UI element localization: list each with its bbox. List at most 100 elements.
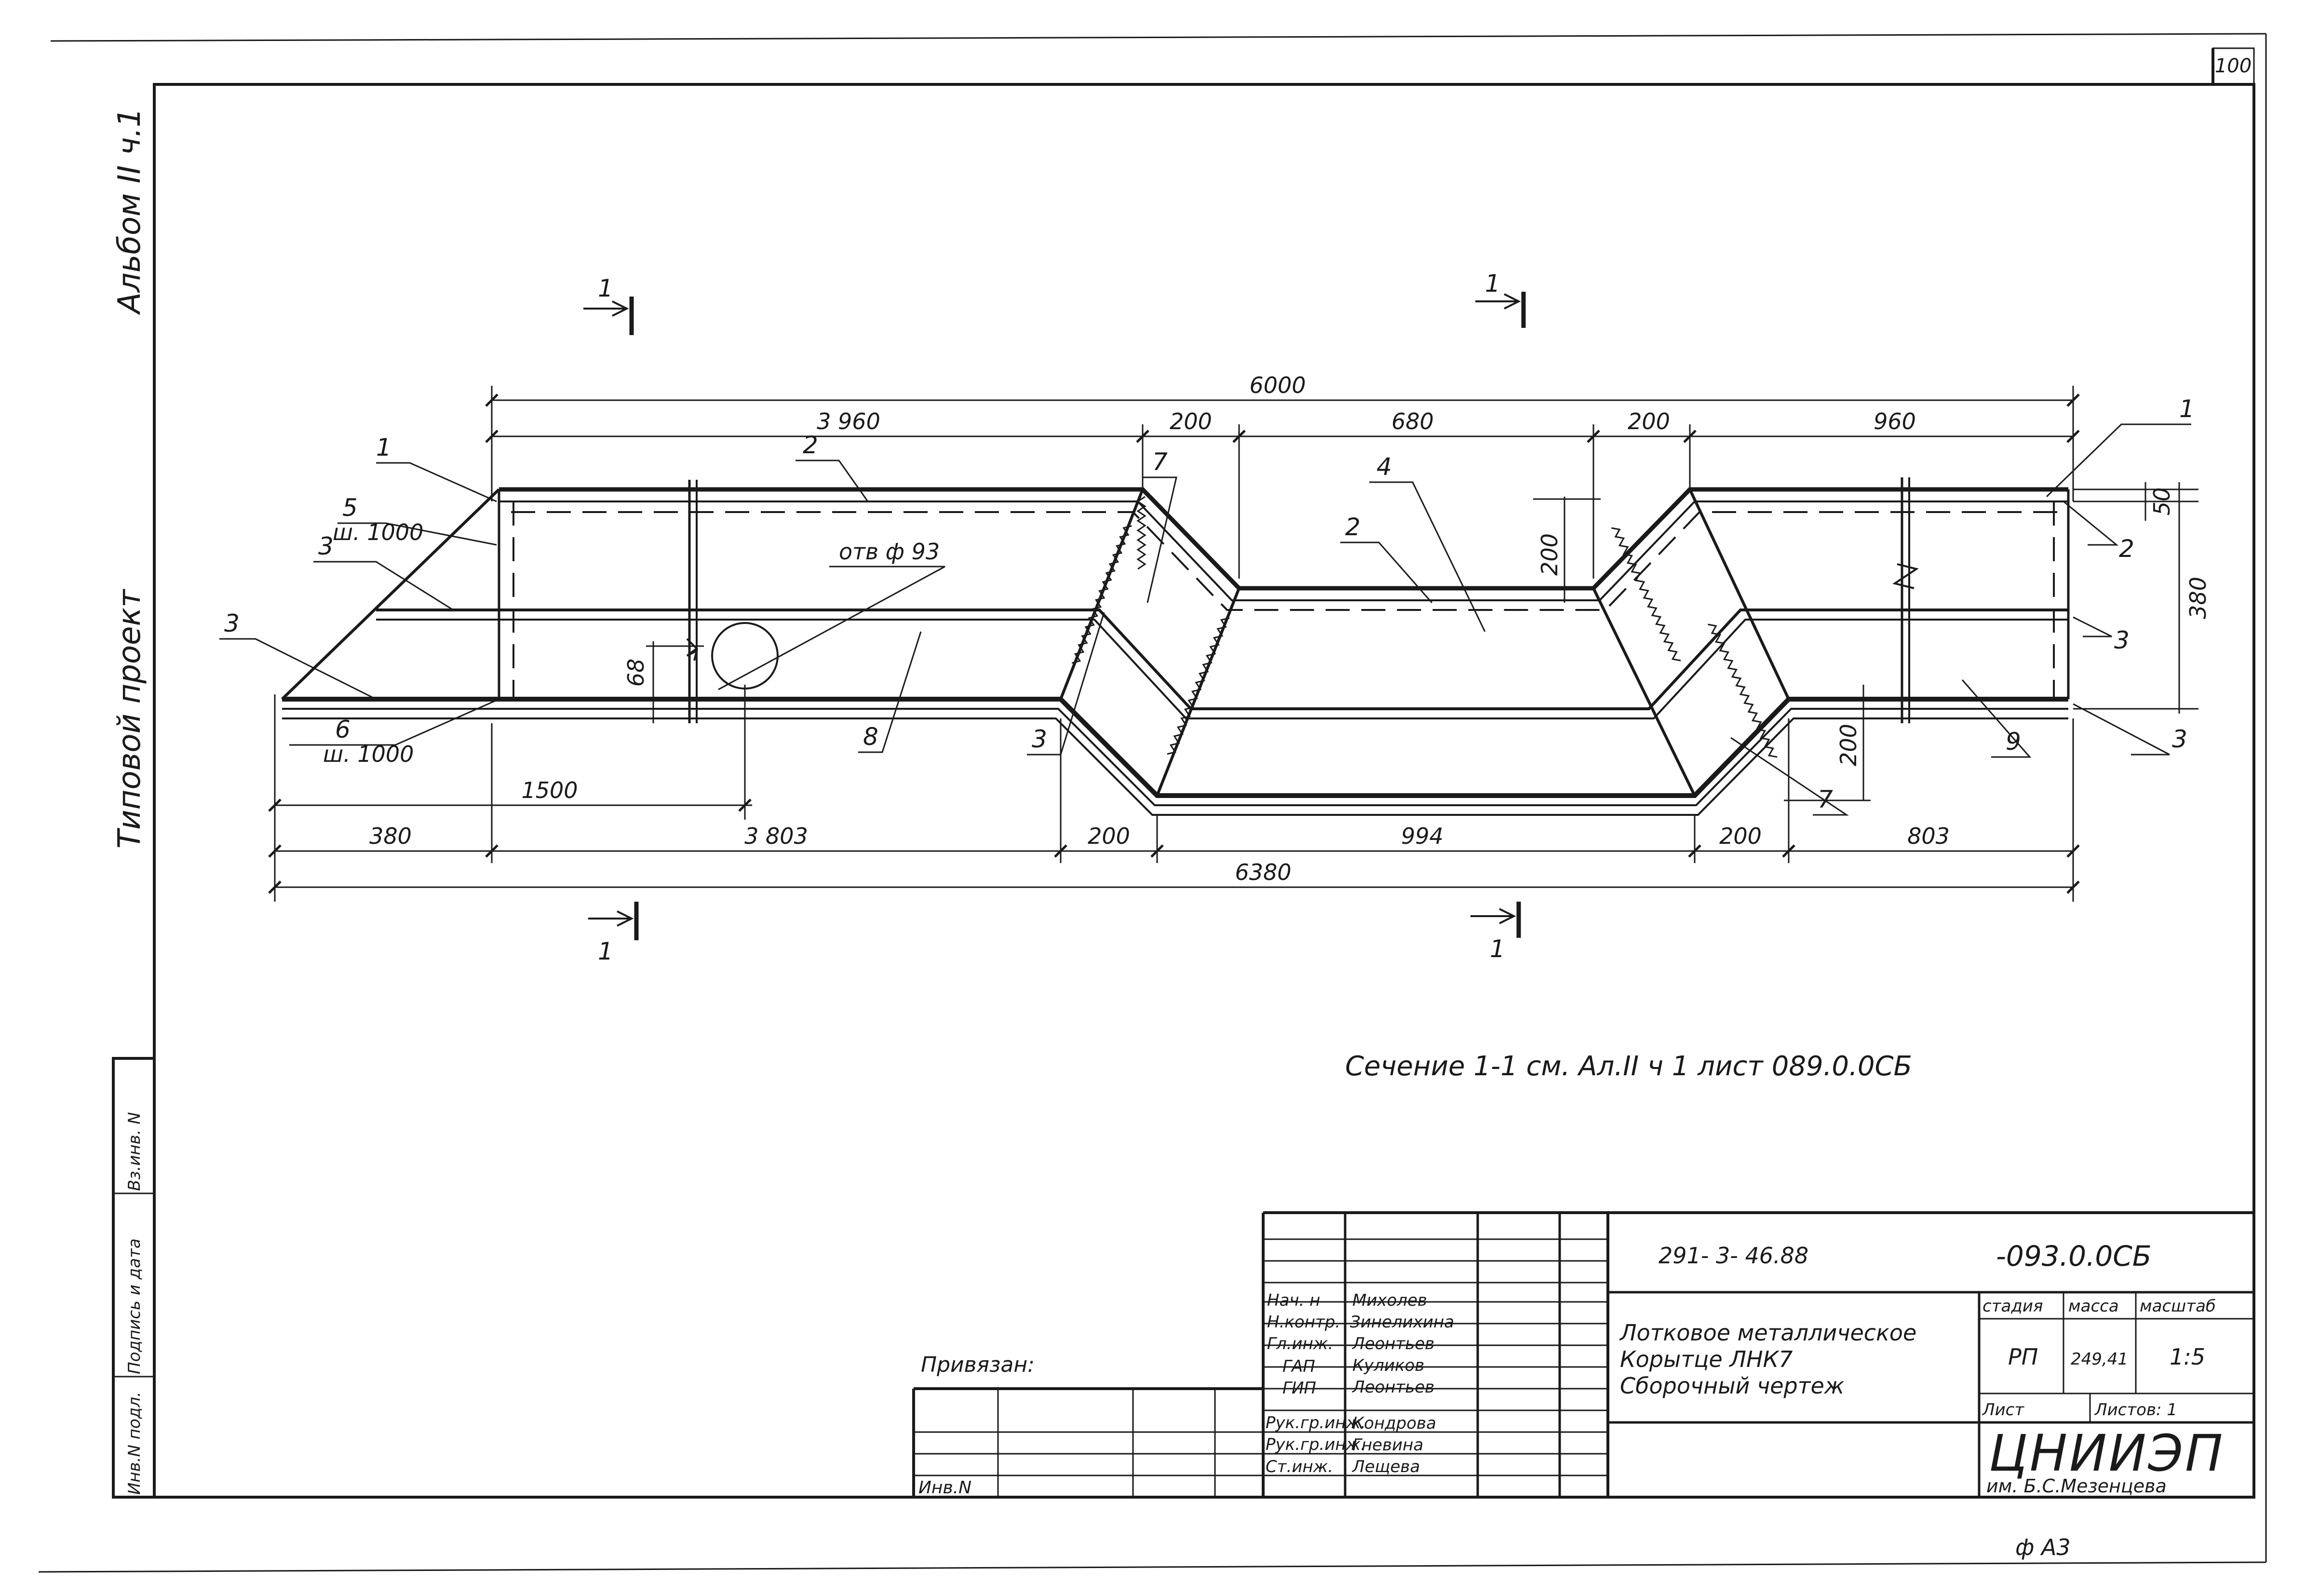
role-4: ГАП: [1282, 1357, 1315, 1376]
dim-bot-2: 3 803: [744, 823, 808, 849]
section-mark-1: 1: [598, 274, 613, 302]
dim-bot-6: 803: [1907, 823, 1950, 849]
org-name: ЦНИИЭП: [1989, 1424, 2225, 1483]
value-stage: РП: [2008, 1344, 2038, 1370]
callout-3-d: 3: [2114, 626, 2130, 654]
callout-7-right: 7: [1818, 785, 1833, 813]
section-mark-labels: 1 1 1 1: [598, 270, 1505, 965]
dim-vert-50: 50: [2149, 487, 2175, 516]
dimension-values: 6000 3 960 200 680 200 960 1500 380 3 80…: [369, 372, 2211, 885]
name-5: Леонтьев: [1351, 1378, 1434, 1397]
callout-2-top: 2: [803, 431, 818, 459]
value-scale: 1:5: [2170, 1344, 2205, 1370]
section-note: Сечение 1-1 см. Ал.II ч 1 лист 089.0.0СБ: [1345, 1051, 1912, 1082]
callout-2-mid: 2: [1345, 513, 1361, 541]
dim-top-5: 960: [1874, 408, 1916, 434]
leader-lines: [219, 423, 2191, 816]
role-1: Нач. н: [1267, 1291, 1320, 1310]
name-2: Зинелихина: [1350, 1312, 1454, 1332]
role-5: ГИП: [1282, 1379, 1316, 1398]
org-sub: им. Б.С.Мезенцева: [1986, 1475, 2167, 1497]
section-marks: [583, 292, 1526, 940]
callout-2-right: 2: [2119, 535, 2134, 563]
callout-3-b: 3: [224, 609, 240, 637]
callout-6-width: ш. 1000: [323, 741, 414, 767]
dim-bot-4: 994: [1401, 823, 1443, 849]
header-mass: масса: [2068, 1297, 2119, 1316]
dimension-ticks: [268, 393, 2080, 894]
weld-seams: [1071, 496, 1778, 758]
role-7: Рук.гр.инж.: [1266, 1435, 1366, 1454]
callout-8: 8: [863, 723, 878, 751]
dim-top-2: 200: [1170, 408, 1212, 434]
dim-vert-68: 68: [623, 659, 649, 687]
project-label: Типовой проект: [112, 589, 148, 849]
header-stage: стадия: [1982, 1297, 2043, 1316]
title-block-text: 291- 3- 46.88 -093.0.0СБ Привязан: Инв.N…: [918, 1240, 2225, 1498]
callout-3-e: 3: [2172, 725, 2187, 753]
callout-3-a: 3: [318, 532, 334, 560]
dim-vert-200-a: 200: [1537, 533, 1563, 576]
title-block-grid: [912, 1211, 2254, 1497]
album-label: Альбом II ч.1: [112, 108, 148, 315]
header-scale: масштаб: [2140, 1297, 2216, 1316]
side-cell-vz: Вз.инв. N: [125, 1112, 144, 1191]
role-6: Рук.гр.инж.: [1266, 1413, 1366, 1433]
hole-note: отв ф 93: [839, 539, 940, 565]
name-4: Куликов: [1352, 1356, 1424, 1375]
name-3: Леонтьев: [1351, 1334, 1434, 1353]
section-mark-2: 1: [1485, 270, 1500, 298]
callout-1-left: 1: [376, 433, 391, 461]
dim-top-4: 200: [1628, 408, 1670, 434]
sheets-label: Листов: 1: [2094, 1400, 2177, 1420]
name-6: Кондрова: [1352, 1414, 1436, 1433]
bound-label: Привязан:: [921, 1353, 1035, 1377]
dim-bot-5: 200: [1719, 823, 1762, 849]
page-number-box: 100: [2212, 47, 2255, 85]
role-3: Гл.инж.: [1267, 1334, 1333, 1353]
name-7: Гневина: [1352, 1435, 1423, 1455]
callout-labels: 1 2 5 ш. 1000 3 3 6 ш. 1000 7 4 2 8 3 1 …: [224, 395, 2195, 813]
dim-top-1: 3 960: [817, 408, 880, 434]
role-8: Ст.инж.: [1266, 1457, 1333, 1476]
sheet-label: Лист: [1982, 1400, 2024, 1420]
callout-7-left: 7: [1152, 448, 1168, 476]
callout-5: 5: [342, 494, 358, 522]
callout-4: 4: [1376, 453, 1392, 481]
value-mass: 249,41: [2071, 1350, 2128, 1369]
dimension-lines: [274, 386, 2198, 902]
dim-top-3: 680: [1391, 408, 1434, 434]
doc-code: 291- 3- 46.88: [1659, 1243, 1808, 1269]
dim-overall-top: 6000: [1249, 372, 1306, 398]
dim-overall-bottom: 6380: [1235, 859, 1291, 885]
page-number: 100: [2215, 55, 2252, 77]
name-1: Михолев: [1352, 1291, 1427, 1310]
side-stamp: Альбом II ч.1 Типовой проект Инв.N подл.…: [112, 108, 156, 1499]
sheet-code: -093.0.0СБ: [1996, 1240, 2152, 1272]
title-line-3: Сборочный чертеж: [1620, 1373, 1845, 1399]
callout-6: 6: [335, 716, 351, 744]
callout-3-c: 3: [1032, 725, 1047, 753]
side-cell-inv: Инв.N подл.: [125, 1392, 144, 1495]
inv-label: Инв.N: [918, 1478, 971, 1498]
section-mark-4: 1: [1490, 935, 1505, 963]
dim-bot-1: 380: [369, 823, 412, 849]
name-8: Лещева: [1351, 1457, 1420, 1476]
dim-vert-200-b: 200: [1835, 724, 1861, 766]
hole-circle: [711, 622, 779, 690]
role-2: Н.контр.: [1267, 1312, 1340, 1332]
callout-9: 9: [2006, 728, 2021, 756]
sheet-frame: [38, 33, 2267, 1573]
side-cell-sign: Подпись и дата: [125, 1238, 144, 1374]
dim-offset: 1500: [521, 777, 578, 803]
title-line-1: Лотковое металлическое: [1619, 1320, 1916, 1346]
tray-outline: [281, 477, 2070, 816]
dim-bot-3: 200: [1088, 823, 1130, 849]
section-mark-3: 1: [598, 937, 613, 965]
dim-vert-380: 380: [2185, 577, 2211, 619]
callout-5-width: ш. 1000: [333, 519, 423, 545]
callout-1-right: 1: [2179, 395, 2195, 423]
title-line-2: Корытце ЛНК7: [1620, 1346, 1793, 1372]
